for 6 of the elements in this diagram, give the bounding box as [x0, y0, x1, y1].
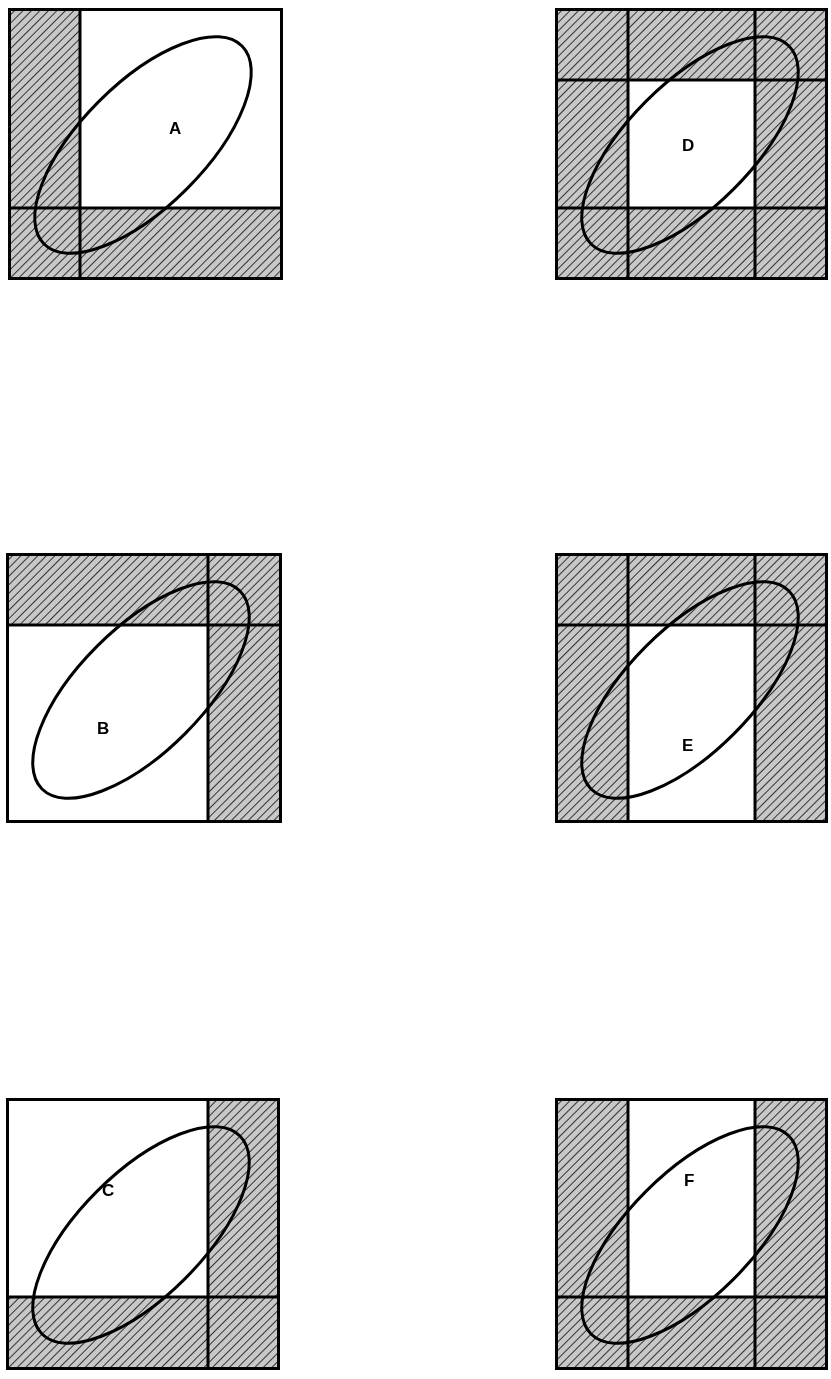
- panel-letter: E: [682, 737, 694, 754]
- panel-letter: F: [684, 1172, 695, 1189]
- panel-letter: D: [682, 137, 695, 154]
- panel-letter: B: [97, 720, 110, 737]
- panel-letter: C: [102, 1182, 115, 1199]
- panel-letter: A: [169, 120, 182, 137]
